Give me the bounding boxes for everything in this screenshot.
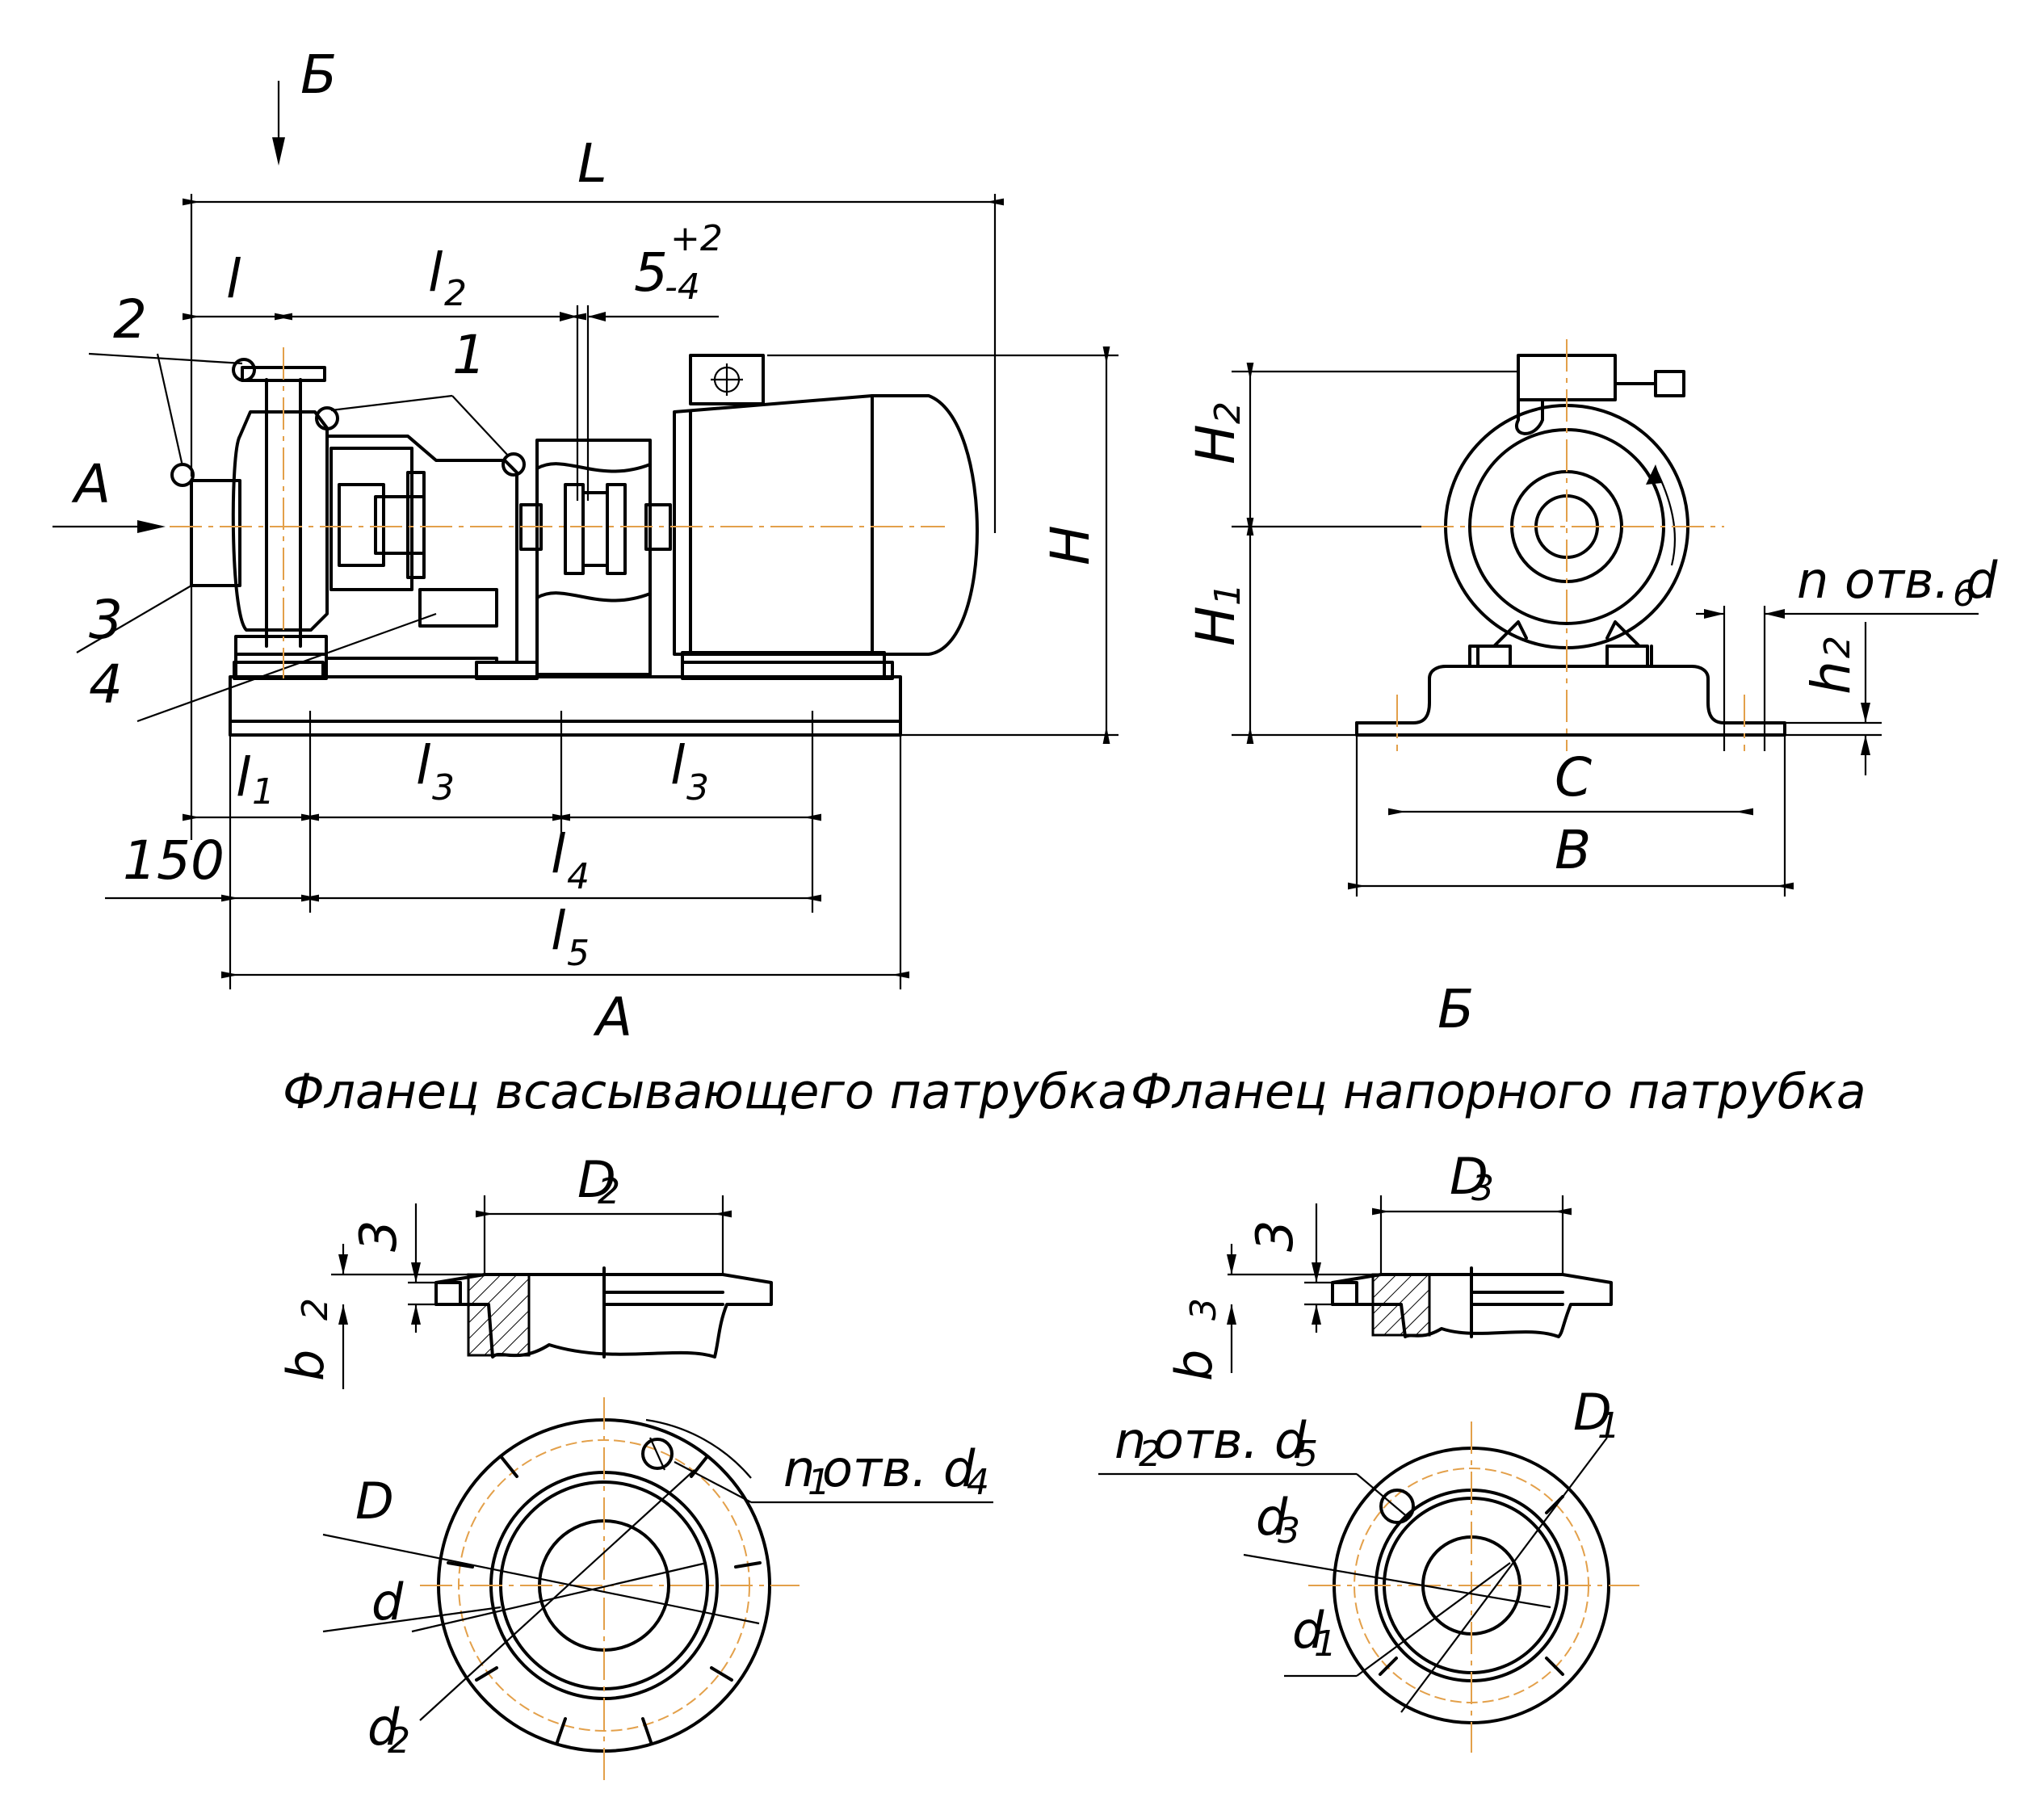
label-holes-d4: отв. d <box>822 1439 976 1498</box>
label-d1: d <box>1292 1601 1324 1660</box>
label-h2-sub: 2 <box>1817 636 1858 658</box>
label-l1: l <box>236 746 251 808</box>
label-D2: D <box>577 1150 616 1209</box>
label-d1-sub: 1 <box>1314 1623 1337 1665</box>
label-H2: H <box>1185 424 1247 464</box>
label-d3: d <box>1256 1488 1288 1547</box>
label-d6-sub: 6 <box>1953 573 1975 615</box>
label-d2-sub: 2 <box>388 1720 410 1762</box>
label-l5: l <box>551 900 566 962</box>
bearing-bracket <box>325 435 518 664</box>
label-l3a-sub: 3 <box>432 767 455 808</box>
label-l5-sub: 5 <box>567 933 590 974</box>
view-b-name: Б <box>1438 978 1474 1040</box>
label-l3b: l <box>670 734 686 796</box>
section-b-label: Б <box>300 44 337 106</box>
label-d2: d <box>367 1698 400 1757</box>
label-L: L <box>577 132 607 195</box>
callout-1: 1 <box>452 324 486 386</box>
label-H2-sub: 2 <box>1207 401 1249 424</box>
label-D1: D <box>1573 1383 1612 1442</box>
label-l3b-sub: 3 <box>686 767 709 808</box>
label-b3-sub: 3 <box>1183 1298 1224 1321</box>
label-l3a: l <box>416 734 431 796</box>
label-thick-3: 3 <box>349 1220 408 1252</box>
label-A: A <box>593 986 632 1048</box>
callout-2: 2 <box>113 288 147 351</box>
suction-flange-title: Фланец всасывающего патрубка <box>283 1064 1127 1120</box>
coupling-guard <box>519 439 672 676</box>
label-H1-sub: 1 <box>1207 583 1249 606</box>
label-l: l <box>226 248 241 310</box>
pump-casing <box>190 366 329 680</box>
label-D3: D <box>1450 1147 1488 1206</box>
side-view: H 2 H 1 n отв. d 6 h 2 C B Б <box>1185 339 1998 1040</box>
front-view: Б А <box>52 44 1119 1048</box>
label-D: D <box>355 1472 394 1531</box>
label-H: H <box>1039 525 1102 565</box>
label-5-tol-plus: +2 <box>670 218 723 259</box>
callout-3: 3 <box>89 589 123 651</box>
label-C: C <box>1555 746 1592 808</box>
label-thick-3b: 3 <box>1245 1220 1304 1252</box>
label-b3: b <box>1165 1350 1223 1381</box>
label-b2: b <box>276 1350 335 1381</box>
label-D1-sub: 1 <box>1597 1405 1620 1447</box>
discharge-flange: D 3 3 b 3 n 2 отв. d 5 <box>1098 1147 1639 1753</box>
label-n1-sub: 1 <box>808 1462 830 1503</box>
callouts: 2 1 3 4 <box>76 288 526 723</box>
label-l4: l <box>551 823 566 885</box>
label-B: B <box>1555 819 1591 881</box>
label-l4-sub: 4 <box>567 856 590 897</box>
suction-flange: D 2 3 b 2 <box>276 1150 993 1781</box>
label-n-holes-d6: n отв. d <box>1797 551 1998 610</box>
label-h2: h <box>1800 661 1862 695</box>
view-a-label: А <box>71 453 111 515</box>
label-150: 150 <box>123 829 225 892</box>
label-l2-sub: 2 <box>444 273 467 314</box>
label-D3-sub: 3 <box>1471 1168 1494 1209</box>
label-d5-sub: 5 <box>1295 1434 1318 1475</box>
label-n1-holes: n <box>783 1439 815 1498</box>
label-l1-sub: 1 <box>252 771 275 813</box>
label-n2-sub: 2 <box>1139 1434 1161 1475</box>
label-d: d <box>371 1573 404 1632</box>
base-frame <box>229 675 902 737</box>
label-l2: l <box>428 241 443 304</box>
discharge-flange-title: Фланец напорного патрубка <box>1131 1064 1866 1120</box>
label-D2-sub: 2 <box>598 1171 620 1212</box>
callout-4: 4 <box>89 653 123 716</box>
label-5-tol-minus: -4 <box>665 267 700 308</box>
label-5: 5 <box>634 241 668 304</box>
label-H1: H <box>1185 606 1247 646</box>
label-n2-holes: n <box>1114 1411 1146 1470</box>
label-b2-sub: 2 <box>295 1298 336 1321</box>
label-d4-sub: 4 <box>967 1462 989 1503</box>
electric-motor <box>673 354 979 678</box>
label-d3-sub: 3 <box>1278 1510 1300 1552</box>
label-holes-d5: отв. d <box>1153 1411 1307 1470</box>
